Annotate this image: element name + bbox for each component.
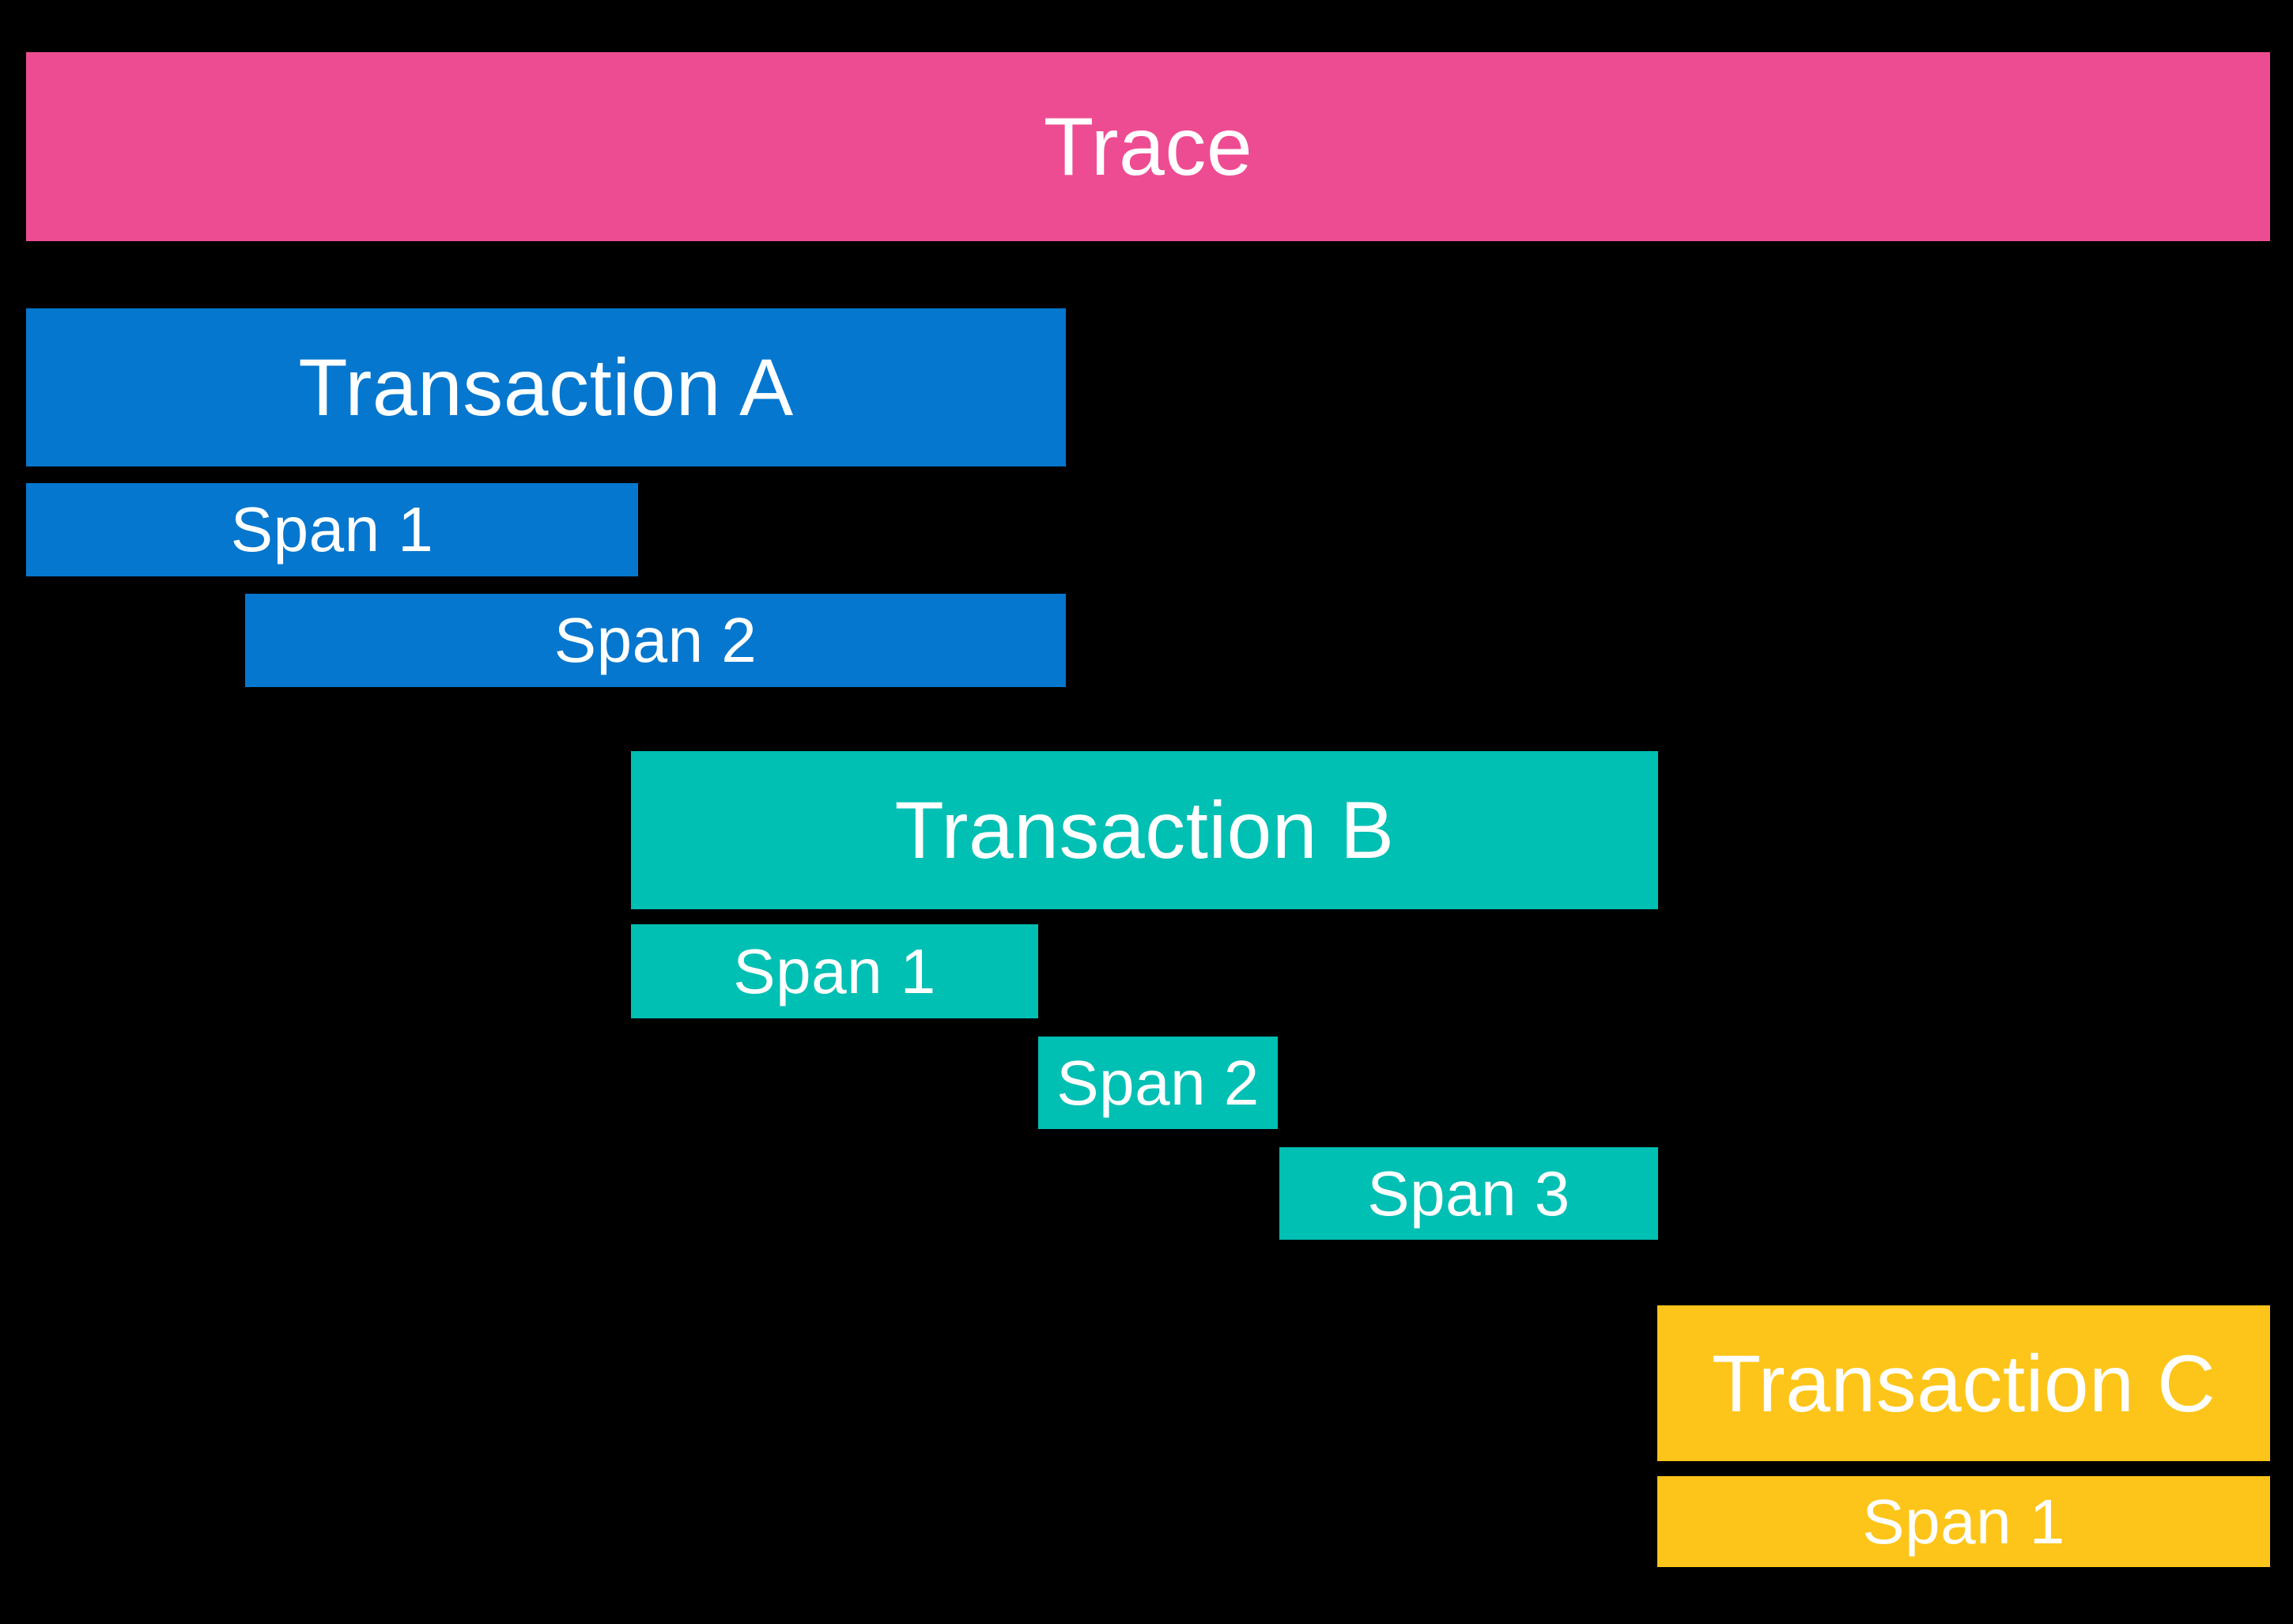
- trace-label: Trace: [1043, 100, 1253, 193]
- transaction-b-label: Transaction B: [894, 785, 1395, 875]
- transaction-a-span-2-bar: Span 2: [245, 594, 1066, 687]
- transaction-c-span-1-label: Span 1: [1862, 1486, 2065, 1557]
- transaction-b-span-3-bar: Span 3: [1279, 1147, 1658, 1240]
- transaction-b-span-2-label: Span 2: [1056, 1047, 1260, 1118]
- transaction-a-span-1-bar: Span 1: [26, 483, 638, 576]
- transaction-a-bar: Transaction A: [26, 308, 1066, 466]
- transaction-a-label: Transaction A: [298, 342, 794, 432]
- transaction-c-label: Transaction C: [1711, 1338, 2216, 1429]
- trace-bar: Trace: [26, 52, 2270, 241]
- transaction-b-span-1-bar: Span 1: [631, 924, 1038, 1018]
- transaction-b-span-2-bar: Span 2: [1038, 1037, 1278, 1129]
- transaction-b-span-3-label: Span 3: [1367, 1158, 1570, 1229]
- transaction-a-span-2-label: Span 2: [553, 605, 757, 675]
- transaction-b-bar: Transaction B: [631, 751, 1658, 909]
- transaction-a-span-1-label: Span 1: [230, 494, 434, 565]
- transaction-c-bar: Transaction C: [1657, 1305, 2270, 1461]
- transaction-c-span-1-bar: Span 1: [1657, 1476, 2270, 1567]
- transaction-b-span-1-label: Span 1: [733, 935, 936, 1007]
